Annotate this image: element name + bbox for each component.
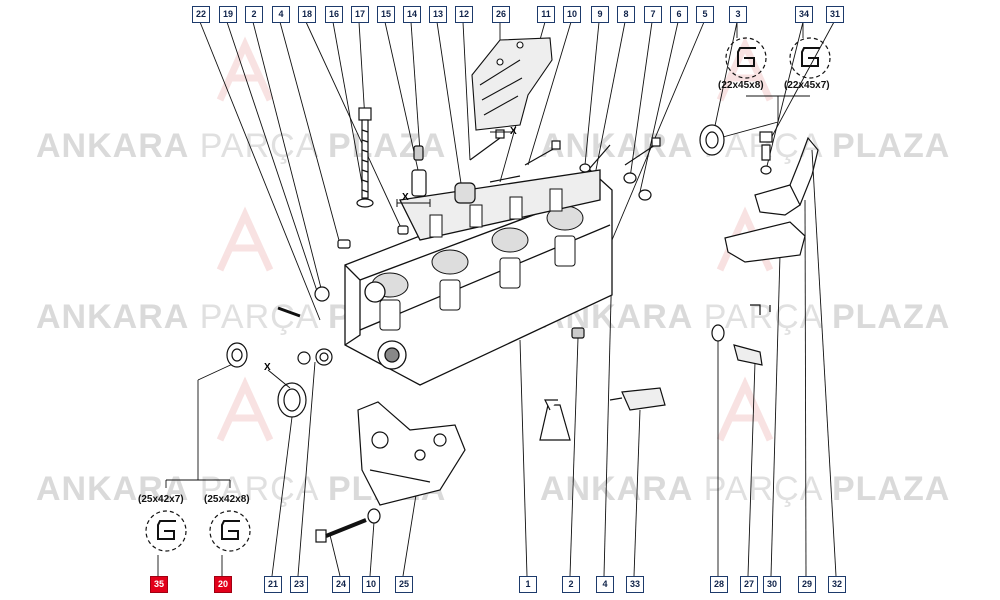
callout-8: 8: [617, 6, 635, 23]
leader-line: [611, 21, 705, 241]
leader-line: [747, 361, 756, 577]
leader-line: [519, 339, 528, 577]
seal-profile-icons: [145, 37, 831, 552]
oil-seal-21: [226, 342, 307, 418]
leader-line: [271, 416, 293, 577]
leader-line: [527, 21, 572, 166]
seal-size-34: (22x45x7): [784, 80, 830, 91]
callout-4: 4: [596, 576, 614, 593]
temp-sensor-27: [711, 304, 771, 366]
callout-19: 19: [219, 6, 237, 23]
leader-line: [297, 361, 316, 577]
leader-line: [436, 21, 463, 191]
callout-12: 12: [455, 6, 473, 23]
callout-21: 21: [264, 576, 282, 593]
callout-26: 26: [492, 6, 510, 23]
dimension-markers: [267, 131, 512, 389]
leader-line: [252, 21, 323, 293]
callout-17: 17: [351, 6, 369, 23]
callout-6: 6: [670, 6, 688, 23]
leader-line: [358, 21, 366, 121]
callout-34: 34: [795, 6, 813, 23]
callout-25: 25: [395, 576, 413, 593]
leader-line: [569, 337, 579, 577]
leader-line: [305, 21, 403, 231]
small-parts-left: [277, 225, 409, 366]
callout-10: 10: [563, 6, 581, 23]
callout-28: 28: [710, 576, 728, 593]
callout-10: 10: [362, 576, 380, 593]
head-bolt-17: [356, 107, 374, 208]
seal-size-20: (25x42x8): [204, 494, 250, 505]
leader-line: [226, 21, 321, 301]
callout-30: 30: [763, 576, 781, 593]
dimension-x-2: X: [510, 126, 517, 137]
callout-1: 1: [519, 576, 537, 593]
callout-5: 5: [696, 6, 714, 23]
leader-line: [279, 21, 341, 245]
bracket-bolt-24: [315, 508, 381, 543]
seal-size-35: (25x42x7): [138, 494, 184, 505]
leader-line: [197, 361, 238, 381]
callout-18: 18: [298, 6, 316, 23]
callout-31: 31: [826, 6, 844, 23]
callout-32: 32: [828, 576, 846, 593]
callout-16: 16: [325, 6, 343, 23]
leader-line: [594, 21, 626, 176]
callout-3: 3: [729, 6, 747, 23]
leader-line: [410, 21, 421, 153]
plug-2: [571, 327, 585, 339]
callout-33: 33: [626, 576, 644, 593]
leader-line: [711, 21, 738, 141]
bolts-upper: [469, 129, 661, 201]
callout-24: 24: [332, 576, 350, 593]
leader-line: [329, 534, 341, 577]
callout-14: 14: [403, 6, 421, 23]
leader-line: [332, 21, 366, 201]
dimension-x-1: X: [402, 192, 409, 203]
leader-line: [199, 21, 321, 321]
callout-9: 9: [591, 6, 609, 23]
sensor-33: [609, 387, 666, 411]
callout-20: 20: [214, 576, 232, 593]
leader-line: [770, 254, 781, 577]
leader-line: [384, 21, 419, 171]
callout-27: 27: [740, 576, 758, 593]
cylinder-head: [344, 169, 613, 386]
sealant-tube-1-icon: [539, 399, 571, 441]
leader-line: [369, 521, 375, 577]
leader-line: [603, 259, 613, 577]
leader-line: [804, 199, 807, 577]
callout-23: 23: [290, 576, 308, 593]
leader-line: [811, 149, 837, 577]
seal-size-3: (22x45x8): [718, 80, 764, 91]
callout-2: 2: [245, 6, 263, 23]
valve-lifter-15: [411, 145, 476, 204]
leader-line: [629, 21, 653, 179]
callout-7: 7: [644, 6, 662, 23]
leader-line: [769, 21, 835, 141]
callout-13: 13: [429, 6, 447, 23]
dimension-x-3: X: [264, 362, 271, 373]
engine-bracket-25: [357, 401, 466, 506]
callout-4: 4: [272, 6, 290, 23]
callout-22: 22: [192, 6, 210, 23]
leader-line: [633, 409, 641, 577]
oil-seal-top-right: [699, 124, 725, 156]
leader-line: [462, 21, 471, 161]
callout-29: 29: [798, 576, 816, 593]
leader-line: [584, 21, 600, 166]
leader-line: [639, 21, 679, 193]
callout-11: 11: [537, 6, 555, 23]
callout-35: 35: [150, 576, 168, 593]
bracket-26: [471, 37, 553, 131]
callout-15: 15: [377, 6, 395, 23]
thermostat-housing-30: [724, 131, 819, 263]
callout-2: 2: [562, 576, 580, 593]
